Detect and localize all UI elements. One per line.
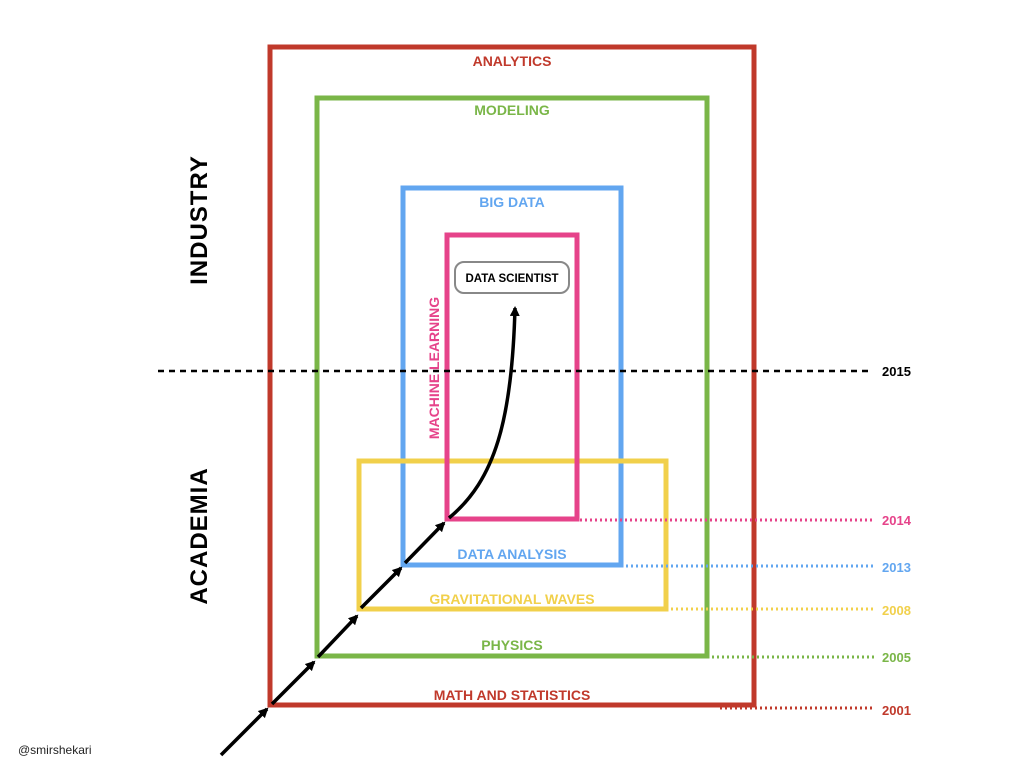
academia-label: ACADEMIA [186,467,213,604]
machine-learning-label: MACHINE LEARNING [426,297,442,439]
big-data-label: BIG DATA [479,194,545,210]
year-2001: 2001 [882,703,911,718]
math-and-statistics-label: MATH AND STATISTICS [434,687,591,703]
author-credit: @smirshekari [18,743,92,757]
year-2015: 2015 [882,364,911,379]
analytics-label: ANALYTICS [473,53,552,69]
path-arrow-1 [219,707,269,757]
modeling-box [314,95,710,659]
path-arrow-curve [447,306,520,520]
year-2008: 2008 [882,603,911,618]
career-path-arrows [219,306,520,757]
data-analysis-label: DATA ANALYSIS [457,546,566,562]
physics-label: PHYSICS [481,637,542,653]
data-scientist-box [454,261,570,294]
path-arrow-2 [270,660,316,706]
year-2014: 2014 [882,513,912,528]
analytics-box [267,44,757,708]
gravitational-waves-label: GRAVITATIONAL WAVES [429,591,594,607]
data-scientist-label: DATA SCIENTIST [465,273,558,285]
industry-label: INDUSTRY [186,155,213,285]
modeling-label: MODELING [474,102,550,118]
year-2013: 2013 [882,560,911,575]
path-arrow-4 [359,566,403,610]
path-arrow-5 [403,521,446,565]
machine-learning-box [444,232,580,522]
year-2005: 2005 [882,650,911,665]
path-arrow-3 [316,614,359,659]
big-data-box [400,185,624,568]
gravitational-waves-box [356,458,669,612]
